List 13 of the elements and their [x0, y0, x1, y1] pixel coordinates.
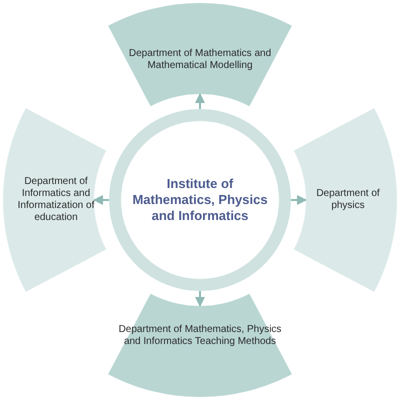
- department-label: Department of Informatics and Informatization of education: [16, 176, 96, 224]
- arrow: [195, 93, 205, 109]
- department-label: Department of Mathematics, Physics and Informatics Teaching Methods: [118, 324, 282, 348]
- arrow: [93, 195, 109, 205]
- department-label: Department of Mathematics and Mathematical Modelling: [128, 48, 272, 72]
- ring-segment: [108, 293, 292, 397]
- ring-segment: [293, 108, 397, 292]
- department-label: Department of physics: [315, 188, 381, 212]
- institute-title: Institute of Mathematics, Physics and Informatics: [131, 176, 269, 224]
- ring-segment: [108, 3, 292, 107]
- ring-segment: [3, 108, 107, 292]
- arrow: [195, 291, 205, 307]
- arrow: [291, 195, 307, 205]
